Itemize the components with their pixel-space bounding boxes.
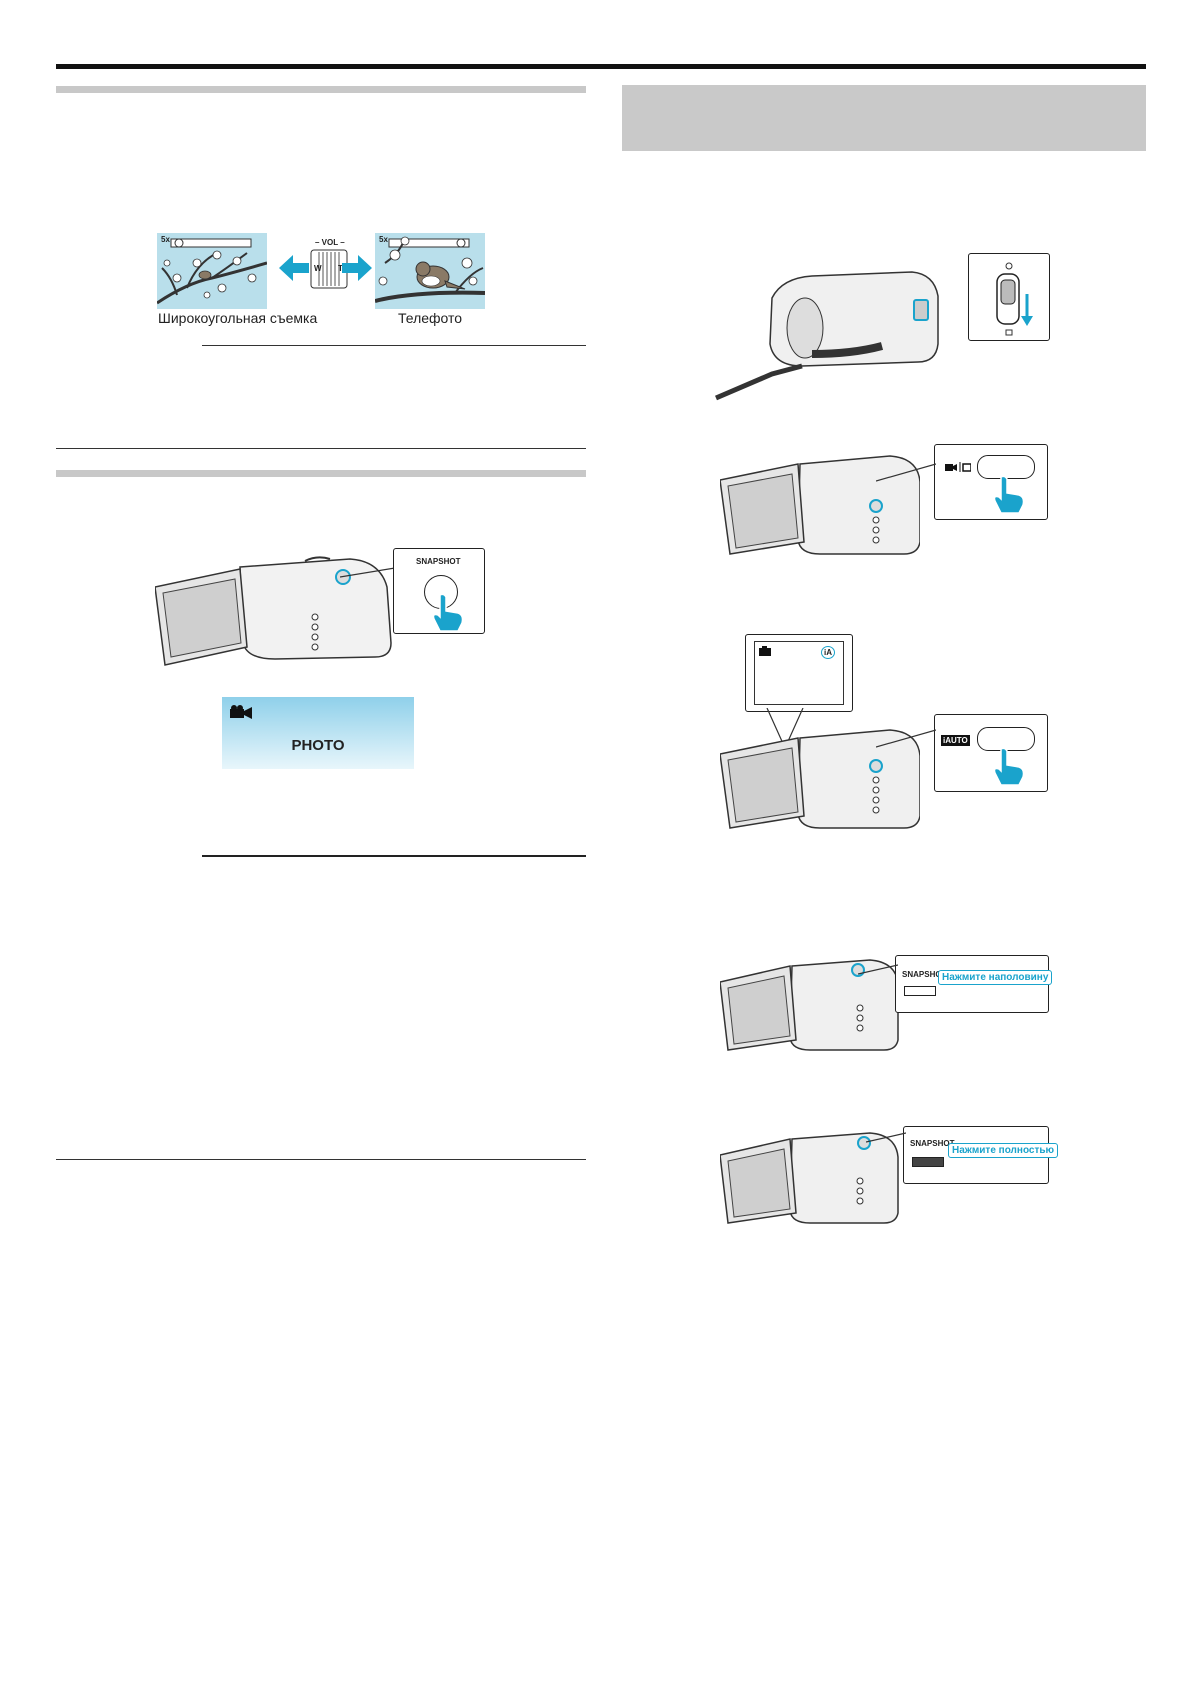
video-photo-mode-icon	[945, 462, 971, 472]
camcorder-half-drawing	[719, 959, 899, 1051]
camcorder-full-drawing	[719, 1132, 899, 1224]
section-end-rule-2	[56, 1159, 586, 1160]
snapshot-callout: SNAPSHOT	[393, 548, 485, 634]
wide-angle-tree-illustration	[156, 238, 268, 305]
arrow-left-icon	[279, 255, 309, 281]
callout-pointer	[875, 462, 937, 482]
section-band-zoom	[56, 86, 586, 93]
lens-cover-switch-drawing	[996, 262, 1033, 336]
lens-cover-callout	[968, 253, 1050, 341]
lever-t-label: T	[338, 264, 343, 273]
auto-button-callout: iAUTO	[934, 714, 1048, 792]
half-press-callout: SNAPSHOT Нажмите наполовину	[895, 955, 1053, 1013]
half-press-label: SNAPSHOT	[902, 970, 947, 979]
lever-w-label: W	[314, 264, 322, 273]
hand-press-icon	[993, 747, 1025, 786]
wide-angle-thumbnail: 5x	[156, 233, 268, 309]
full-press-tag: Нажмите полностью	[948, 1143, 1059, 1158]
note-rule	[202, 345, 586, 346]
callout-pointer	[339, 565, 396, 578]
hand-press-icon	[993, 475, 1025, 514]
wide-zoom-readout: 5x	[161, 235, 170, 244]
telephoto-thumbnail: 5x	[374, 233, 486, 309]
telephoto-caption: Телефото	[398, 310, 463, 326]
half-press-tag: Нажмите наполовину	[938, 970, 1053, 985]
wide-angle-caption: Широкоугольная съемка	[158, 310, 318, 326]
full-press-callout: SNAPSHOT Нажмите полностью	[903, 1126, 1059, 1184]
lcd-screen: iA	[754, 641, 844, 705]
zoom-lever-illustration	[310, 249, 348, 289]
callout-pointer	[875, 728, 937, 748]
camera-side-illustration	[712, 258, 952, 404]
arrow-right-icon	[342, 255, 372, 281]
callout-pointer	[857, 962, 899, 975]
photo-camera-icon	[759, 646, 771, 656]
note-rule-2	[202, 855, 586, 857]
section-band-snapshot	[56, 470, 586, 477]
zoom-lever[interactable]: – VOL – W T	[305, 238, 353, 294]
camera-auto-illustration	[719, 720, 921, 830]
camcorder-auto-drawing	[719, 729, 921, 829]
lcd-callout: iA	[745, 634, 853, 712]
camera-mode-illustration	[719, 446, 921, 556]
snapshot-button-half[interactable]	[904, 986, 936, 996]
camera-illustration	[154, 547, 395, 667]
photo-mode-screen: PHOTO	[222, 697, 414, 769]
snapshot-button-full[interactable]	[912, 1157, 944, 1167]
section-end-rule	[56, 448, 586, 449]
telephoto-bird-illustration	[374, 236, 486, 303]
camcorder-drawing	[154, 556, 392, 666]
tele-zoom-readout: 5x	[379, 235, 388, 244]
full-press-label: SNAPSHOT	[910, 1139, 955, 1148]
movie-camera-icon	[230, 705, 252, 719]
camcorder-side-drawing	[715, 271, 939, 401]
lever-vol-label: – VOL –	[315, 238, 345, 247]
photo-mode-text: PHOTO	[291, 737, 345, 754]
mode-button-callout	[934, 444, 1048, 520]
camcorder-mode-drawing	[719, 455, 921, 555]
callout-pointer	[865, 1130, 907, 1143]
lcd-mode-badge: iA	[821, 646, 835, 659]
auto-button-label: iAUTO	[941, 735, 970, 746]
camera-full-press-illustration	[719, 1125, 900, 1225]
page-top-rule	[56, 64, 1146, 69]
snapshot-button-label: SNAPSHOT	[416, 557, 461, 566]
camera-half-press-illustration	[719, 952, 900, 1052]
hand-press-icon	[432, 593, 464, 632]
section-header-band	[622, 85, 1146, 151]
